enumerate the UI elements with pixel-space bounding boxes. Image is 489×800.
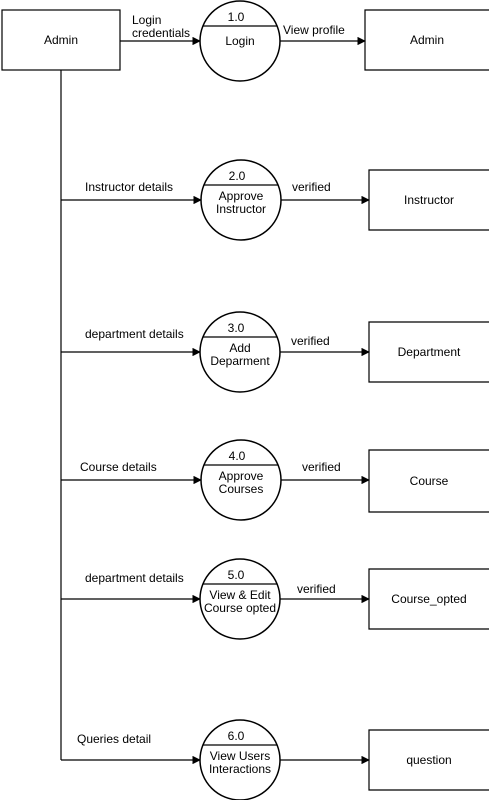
data-store-label: Department bbox=[398, 345, 461, 359]
process-id: 1.0 bbox=[228, 10, 245, 24]
data-store-label: Admin bbox=[410, 33, 444, 47]
process-name: View Users bbox=[210, 749, 270, 763]
process-name: Approve bbox=[219, 469, 264, 483]
input-flow-label: department details bbox=[85, 327, 184, 341]
admin-entity-label: Admin bbox=[44, 33, 78, 47]
process-name: Login bbox=[225, 34, 254, 48]
input-flow-label: Queries detail bbox=[77, 732, 151, 746]
data-store-box bbox=[368, 449, 489, 513]
process-id: 2.0 bbox=[229, 169, 246, 183]
data-store-label: question bbox=[406, 753, 451, 767]
process-group-2.0: Instructor details2.0ApproveInstructorve… bbox=[61, 159, 489, 241]
process-name: Courses bbox=[219, 482, 264, 496]
input-flow-label: Course details bbox=[80, 460, 157, 474]
data-store-label: Course_opted bbox=[391, 592, 466, 606]
admin-entity: Admin bbox=[1, 9, 121, 71]
process-name: View & Edit bbox=[209, 588, 271, 602]
process-name: Approve bbox=[219, 189, 264, 203]
input-flow-label: department details bbox=[85, 571, 184, 585]
data-store-box bbox=[368, 729, 489, 791]
process-id: 6.0 bbox=[228, 729, 245, 743]
output-flow-label: verified bbox=[302, 460, 341, 474]
input-flow-label: Instructor details bbox=[85, 180, 173, 194]
data-store-label: Course bbox=[410, 474, 449, 488]
process-id: 5.0 bbox=[228, 568, 245, 582]
output-flow-label: View profile bbox=[283, 23, 345, 37]
process-name: Deparment bbox=[210, 354, 270, 368]
process-id: 3.0 bbox=[228, 321, 245, 335]
output-flow-label: verified bbox=[291, 334, 330, 348]
output-flow-label: verified bbox=[297, 582, 336, 596]
data-store-label: Instructor bbox=[404, 193, 454, 207]
output-flow-label: verified bbox=[292, 180, 331, 194]
process-name: Interactions bbox=[209, 762, 271, 776]
input-flow-label: Login bbox=[132, 13, 161, 27]
process-name: Add bbox=[229, 341, 250, 355]
data-store-box bbox=[368, 568, 489, 630]
process-id: 4.0 bbox=[229, 449, 246, 463]
process-name: Course opted bbox=[204, 601, 276, 615]
data-store-box bbox=[368, 321, 489, 383]
process-name: Instructor bbox=[216, 202, 266, 216]
data-store-box bbox=[364, 9, 489, 71]
input-flow-label: credentials bbox=[132, 26, 190, 40]
data-store-box bbox=[368, 169, 489, 231]
